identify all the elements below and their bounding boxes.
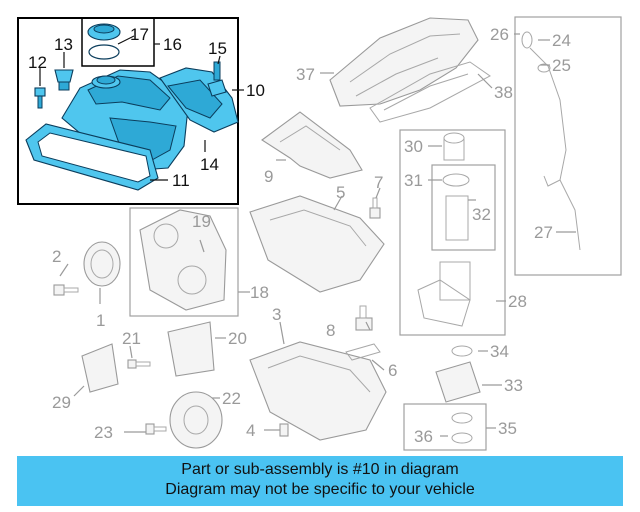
shield-22 bbox=[169, 391, 223, 449]
callout-9: 9 bbox=[264, 167, 273, 186]
callout-26: 26 bbox=[490, 25, 509, 44]
callout-17: 17 bbox=[130, 25, 149, 44]
filter-box bbox=[399, 129, 506, 336]
pulley-bolt bbox=[53, 284, 79, 296]
sensor-8 bbox=[355, 305, 373, 331]
parts-diagram: 12 13 17 16 15 10 14 11 bbox=[17, 16, 622, 451]
callout-6: 6 bbox=[388, 361, 397, 380]
callout-19: 19 bbox=[192, 212, 211, 231]
callout-31: 31 bbox=[404, 171, 423, 190]
callout-4: 4 bbox=[246, 421, 255, 440]
drain-plug bbox=[279, 423, 289, 437]
manifold-gasket bbox=[369, 61, 491, 123]
callout-28: 28 bbox=[508, 292, 527, 311]
intake-manifold bbox=[329, 17, 479, 107]
callout-30: 30 bbox=[404, 137, 423, 156]
callout-24: 24 bbox=[552, 31, 571, 50]
banner-line-1: Part or sub-assembly is #10 in diagram bbox=[181, 461, 459, 478]
leader-lines-gray bbox=[59, 33, 576, 437]
timing-cover bbox=[139, 209, 227, 311]
oil-filler-cap[interactable] bbox=[87, 23, 121, 41]
callout-35: 35 bbox=[498, 419, 517, 438]
breather-15[interactable] bbox=[207, 61, 227, 97]
seal-box bbox=[403, 403, 487, 451]
callout-20: 20 bbox=[228, 329, 247, 348]
timing-cover-box bbox=[129, 207, 239, 317]
callout-1: 1 bbox=[96, 311, 105, 330]
callout-13: 13 bbox=[54, 35, 73, 54]
seal-34 bbox=[451, 345, 473, 357]
oil-filter-parts bbox=[417, 132, 471, 327]
dipstick bbox=[521, 31, 581, 251]
callout-37: 37 bbox=[296, 65, 315, 84]
sensor-7 bbox=[369, 197, 381, 219]
bolt-12[interactable] bbox=[34, 87, 46, 109]
bolt-21 bbox=[127, 359, 151, 369]
oil-cap-subbox bbox=[81, 17, 155, 67]
dipstick-box bbox=[514, 16, 622, 276]
seals-35-36 bbox=[451, 412, 473, 444]
cover-29 bbox=[81, 343, 119, 393]
bracket-20 bbox=[167, 321, 215, 377]
callout-7: 7 bbox=[374, 173, 383, 192]
callout-10: 10 bbox=[246, 81, 265, 100]
lower-oil-pan bbox=[249, 341, 387, 441]
callout-18: 18 bbox=[250, 283, 269, 302]
callout-5: 5 bbox=[336, 183, 345, 202]
filter-subbox bbox=[431, 164, 496, 251]
valve-cover-part[interactable] bbox=[61, 67, 239, 171]
callout-25: 25 bbox=[552, 56, 571, 75]
valve-cover-gasket[interactable] bbox=[25, 123, 159, 191]
callout-33: 33 bbox=[504, 376, 523, 395]
baffle-plate bbox=[261, 111, 363, 179]
callout-27: 27 bbox=[534, 223, 553, 242]
callout-21: 21 bbox=[122, 329, 141, 348]
leader-lines-highlighted bbox=[39, 35, 244, 181]
callout-29: 29 bbox=[52, 393, 71, 412]
callout-38: 38 bbox=[494, 83, 513, 102]
callout-11: 11 bbox=[172, 171, 190, 190]
oil-cooler bbox=[435, 361, 481, 403]
info-banner: Part or sub-assembly is #10 in diagram D… bbox=[17, 456, 623, 506]
callout-16: 16 bbox=[163, 35, 182, 54]
sleeve-13[interactable] bbox=[54, 69, 74, 91]
callout-12: 12 bbox=[28, 53, 47, 72]
callout-3: 3 bbox=[272, 305, 281, 324]
callout-34: 34 bbox=[490, 342, 509, 361]
callout-14: 14 bbox=[200, 155, 219, 174]
callout-22: 22 bbox=[222, 389, 241, 408]
callout-23: 23 bbox=[94, 423, 113, 442]
oil-cap-seal[interactable] bbox=[88, 44, 120, 60]
callout-15: 15 bbox=[208, 39, 227, 58]
bolt-23 bbox=[145, 423, 167, 435]
callout-2: 2 bbox=[52, 247, 61, 266]
crank-pulley bbox=[83, 241, 121, 287]
callout-8: 8 bbox=[326, 321, 335, 340]
banner-line-2: Diagram may not be specific to your vehi… bbox=[165, 481, 475, 498]
gasket-6 bbox=[345, 343, 381, 361]
upper-oil-pan bbox=[249, 195, 385, 293]
callout-32: 32 bbox=[472, 205, 491, 224]
callout-36: 36 bbox=[414, 427, 433, 446]
